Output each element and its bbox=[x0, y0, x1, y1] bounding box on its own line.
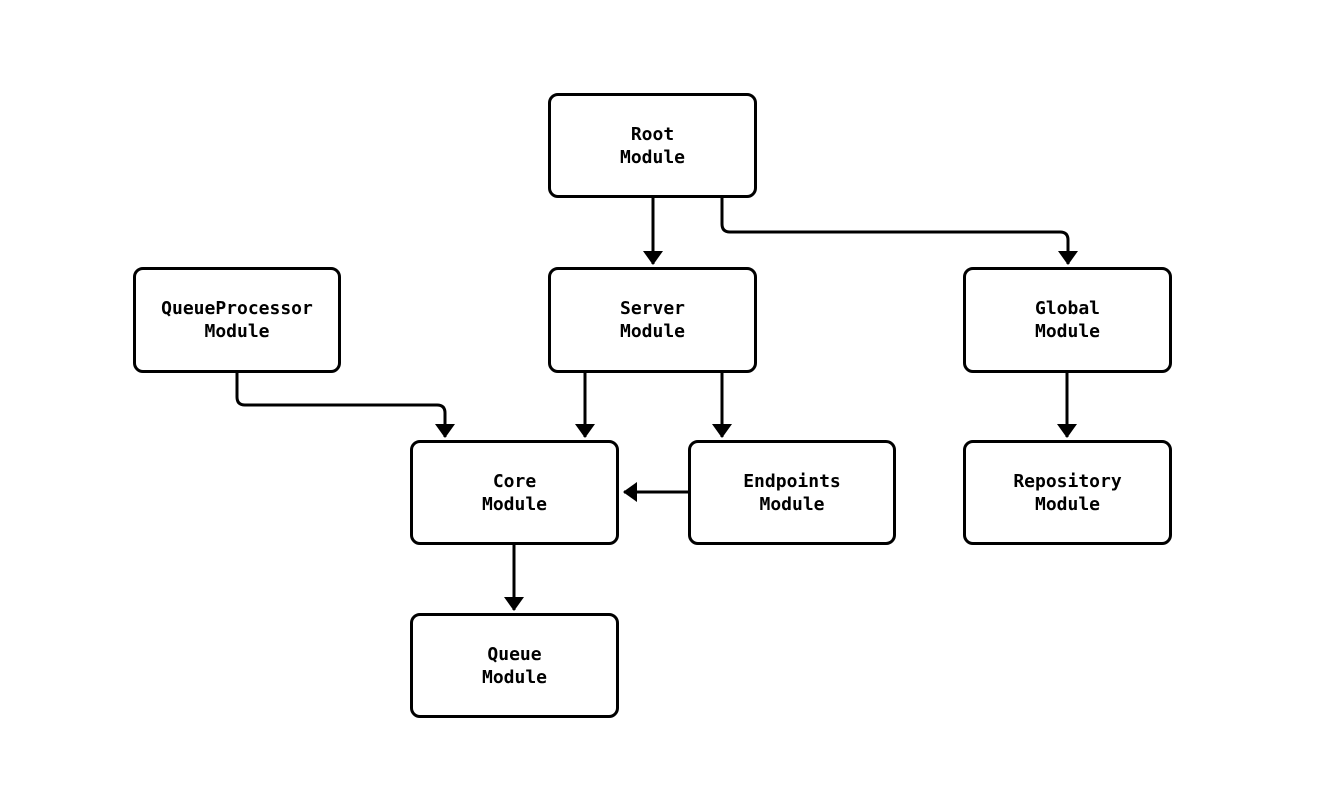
node-label-line: QueueProcessor bbox=[161, 298, 313, 319]
node-label-line: Module bbox=[481, 666, 548, 688]
node-label-line: Server bbox=[619, 298, 686, 319]
node-endpoints-module: Endpoints Module bbox=[688, 440, 896, 545]
node-label-line: Core bbox=[492, 470, 537, 492]
node-label-line: Global bbox=[1034, 298, 1101, 319]
node-label-line: Module bbox=[1034, 321, 1101, 342]
node-label-line: Endpoints bbox=[743, 470, 841, 492]
node-queueprocessor-module: QueueProcessor Module bbox=[133, 267, 341, 373]
node-label-line: Repository bbox=[1013, 470, 1122, 492]
node-label-line: Root bbox=[630, 123, 675, 145]
node-repository-module: Repository Module bbox=[963, 440, 1172, 545]
edge-root-to-global bbox=[720, 198, 1078, 265]
node-queue-module: Queue Module bbox=[410, 613, 619, 718]
node-label-line: Module bbox=[619, 146, 686, 168]
node-server-module: Server Module bbox=[548, 267, 757, 373]
node-label-line: Module bbox=[1034, 493, 1101, 515]
edge-queueprocessor-to-core bbox=[235, 373, 455, 438]
node-core-module: Core Module bbox=[410, 440, 619, 545]
node-global-module: Global Module bbox=[963, 267, 1172, 373]
node-label-line: Module bbox=[619, 321, 686, 342]
node-label-line: Module bbox=[481, 493, 548, 515]
node-label-line: Queue bbox=[487, 643, 542, 665]
node-root-module: Root Module bbox=[548, 93, 757, 198]
node-label-line: Module bbox=[759, 493, 825, 515]
node-label-line: Module bbox=[204, 321, 270, 342]
